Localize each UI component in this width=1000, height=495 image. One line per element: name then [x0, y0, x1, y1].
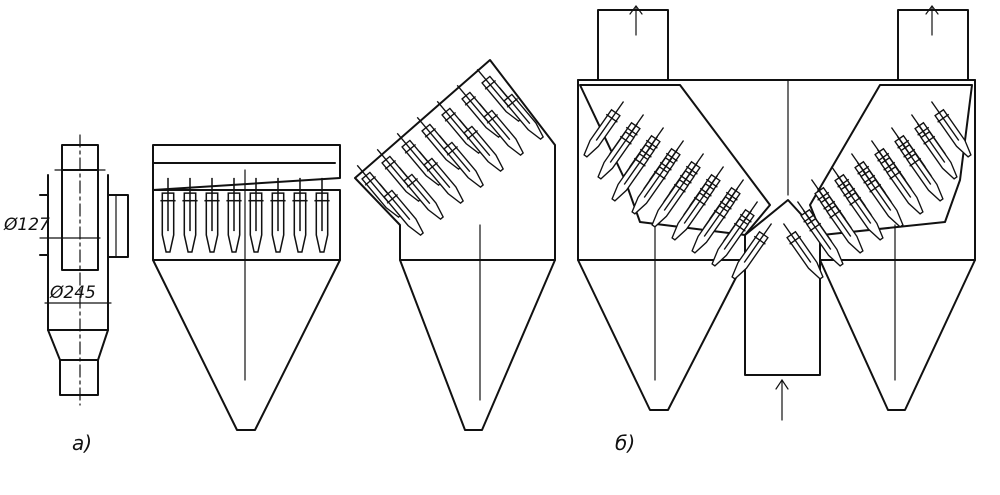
cyclone-element-icon — [691, 197, 733, 254]
cyclone-element-icon — [611, 145, 653, 202]
dim-inner-label: Ø127 — [3, 215, 50, 235]
cyclone-element-icon — [802, 210, 844, 267]
cyclone-element-icon — [671, 184, 713, 241]
cyclone-element-icon — [292, 177, 308, 253]
part-b-label: б) — [615, 431, 635, 455]
battery-cyclone-inclined — [354, 59, 556, 431]
cyclone-element-icon — [438, 134, 485, 189]
cyclone-element-icon — [498, 86, 545, 141]
cyclone-element-icon — [862, 171, 904, 228]
cyclone-element-icon — [882, 158, 924, 215]
cyclone-element-icon — [204, 177, 220, 253]
cyclone-element-icon — [822, 197, 864, 254]
cyclone-element-icon — [597, 123, 639, 180]
double-battery-cyclone — [577, 5, 976, 421]
cyclone-element-icon — [651, 171, 693, 228]
cyclone-element-icon — [782, 223, 824, 280]
cyclone-element-icon — [631, 158, 673, 215]
cyclone-element-icon — [248, 177, 264, 253]
cyclone-element-icon — [842, 184, 884, 241]
cyclone-element-icon — [182, 177, 198, 253]
cyclone-element-icon — [583, 101, 625, 158]
cyclone-element-icon — [478, 102, 525, 157]
cyclone-element-icon — [314, 177, 330, 253]
cyclone-element-icon — [731, 223, 773, 280]
battery-cyclone-straight — [152, 144, 341, 431]
cyclone-element-icon — [418, 150, 465, 205]
cyclone-element-icon — [270, 177, 286, 253]
dim-outer-label: Ø245 — [49, 283, 96, 303]
cyclone-element-icon — [458, 118, 505, 173]
double-element-rows — [583, 101, 972, 280]
cyclone-element-icon — [711, 210, 753, 267]
cyclone-element-icon — [930, 101, 972, 158]
single-cyclone-element: Ø127 Ø245 — [3, 134, 129, 406]
cyclone-element-icon — [378, 182, 425, 237]
inclined-element-rows — [356, 68, 545, 237]
cyclone-element-icon — [160, 177, 176, 253]
straight-element-row — [160, 177, 330, 253]
part-a-label: а) — [72, 431, 92, 455]
cyclone-element-icon — [916, 123, 958, 180]
cyclone-element-icon — [226, 177, 242, 253]
cyclone-element-icon — [398, 166, 445, 221]
cyclone-element-icon — [902, 145, 944, 202]
